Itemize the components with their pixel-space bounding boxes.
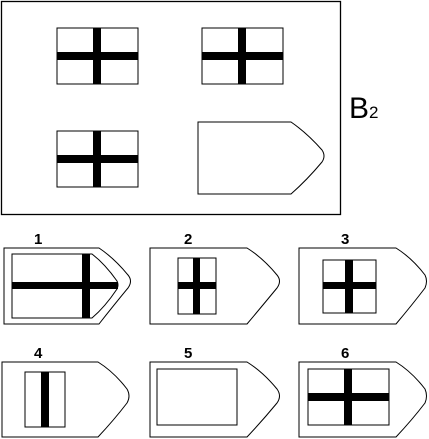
flag-vertical-bar [93, 131, 101, 187]
option-4[interactable]: 4 [1, 345, 130, 438]
puzzle-label-sub: 2 [369, 103, 378, 122]
option-5[interactable]: 5 [149, 345, 280, 438]
option-2[interactable]: 2 [149, 231, 280, 325]
option-number: 5 [184, 345, 192, 362]
matrix-cell-3 [56, 130, 139, 188]
option-6[interactable]: 6 [298, 345, 427, 438]
flag-vertical-bar [82, 254, 90, 318]
option-number: 2 [184, 231, 192, 248]
puzzle-label-main: B [349, 92, 369, 125]
flag-rect [156, 368, 238, 426]
option-number: 3 [341, 231, 349, 248]
option-number: 1 [34, 231, 42, 248]
flag-vertical-bar [93, 28, 101, 84]
puzzle-label: B2 [349, 92, 378, 125]
answer-slot [197, 121, 325, 195]
option-1[interactable]: 1 [3, 231, 131, 325]
matrix-cell-2 [201, 27, 284, 85]
option-3[interactable]: 3 [298, 231, 427, 325]
flag-vertical-bar [193, 258, 200, 314]
flag-vertical-bar [238, 28, 246, 84]
flag-vertical-bar [345, 260, 353, 313]
matrix-frame [0, 0, 342, 216]
matrix-cell-1 [56, 27, 139, 85]
option-number: 4 [34, 345, 43, 362]
flag-horizontal-bar [12, 282, 118, 289]
flag-vertical-bar [41, 372, 49, 427]
flag-vertical-bar [344, 369, 352, 425]
option-number: 6 [341, 345, 349, 362]
